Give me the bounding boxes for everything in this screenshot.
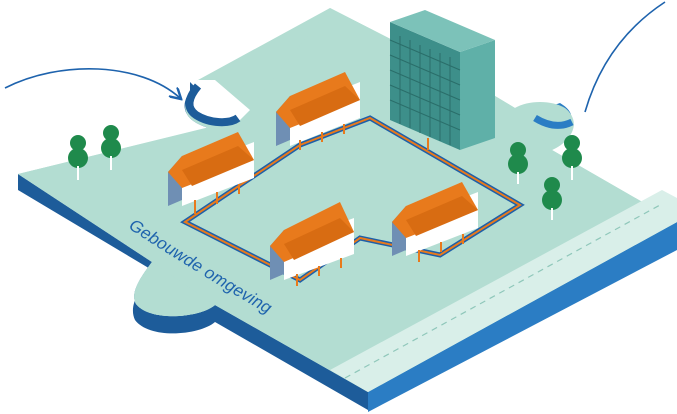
puzzle-edge-front xyxy=(18,174,368,410)
road xyxy=(330,190,677,392)
tree-icon-4 xyxy=(562,135,582,180)
house-icon-4 xyxy=(392,182,478,262)
puzzle-edge-side xyxy=(368,222,677,412)
tree-icon-3 xyxy=(508,142,528,184)
apartment-building-icon xyxy=(389,10,495,150)
tree-icon-2 xyxy=(101,125,121,170)
heat-network-pipes xyxy=(180,115,525,283)
tree-icon-5 xyxy=(542,177,562,220)
house-icon-1 xyxy=(276,72,360,150)
tree-icon xyxy=(68,125,582,220)
house-icon-2 xyxy=(168,132,254,214)
tree-icon-1 xyxy=(68,135,88,180)
left-arrow-icon xyxy=(4,68,180,98)
right-arrow-icon xyxy=(584,1,666,113)
puzzle-piece-icon xyxy=(18,8,677,412)
house-icon-3 xyxy=(270,202,354,286)
